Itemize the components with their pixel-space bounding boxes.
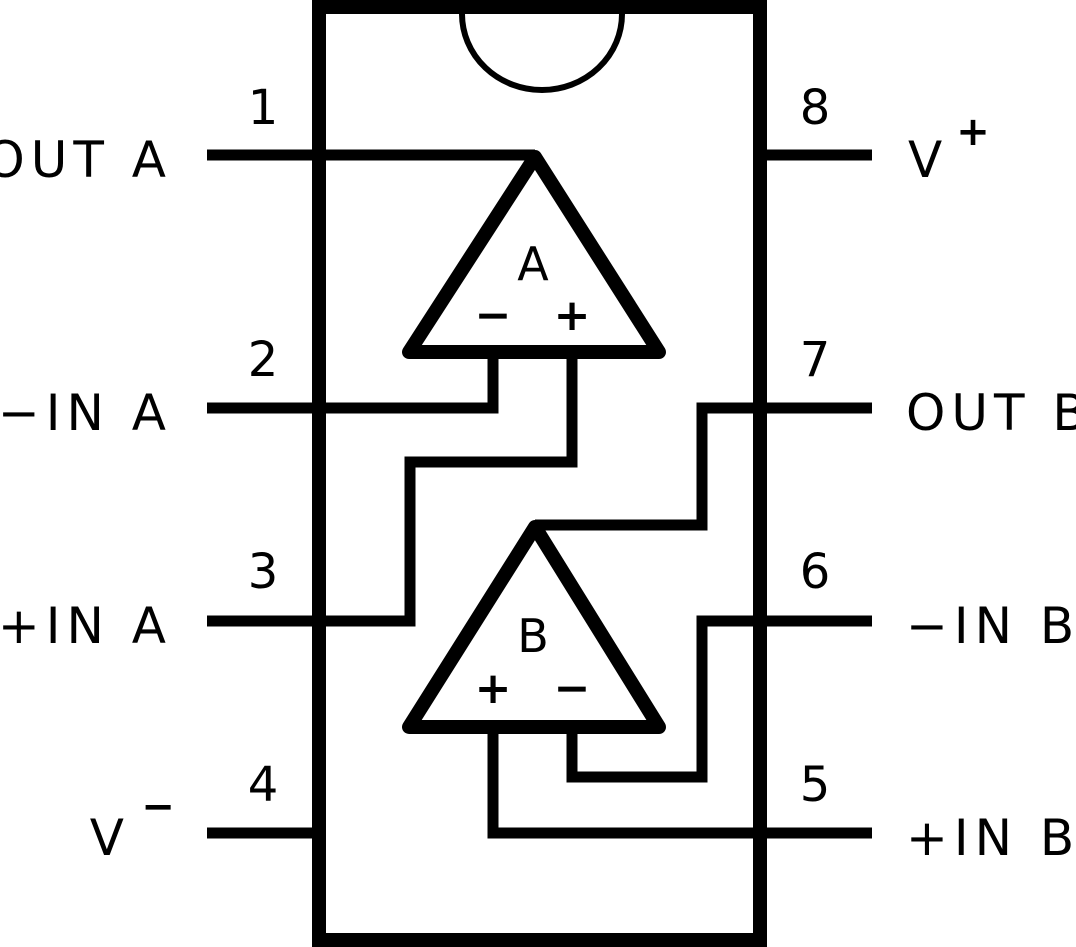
pin-8-number: 8: [800, 80, 831, 136]
pin-4-superscript: −: [141, 784, 175, 830]
wire-plus-in-b: [487, 727, 760, 839]
pin-4-number: 4: [248, 757, 279, 813]
pin-2-label: −IN A: [0, 384, 172, 442]
opamp-a-right-input-sign: +: [554, 290, 591, 341]
pin-8-superscript: +: [956, 109, 990, 155]
wire-plus-in-a: [319, 352, 578, 627]
opamp-b-right-input-sign: −: [554, 663, 591, 714]
pin-1-label: OUT A: [0, 131, 172, 189]
opamp-b-left-input-sign: +: [475, 663, 512, 714]
pin-8-label: V: [908, 131, 948, 189]
pin-6-number: 6: [800, 544, 831, 600]
ic-package-outline: [312, 0, 767, 947]
opamp-b-triangle: [402, 520, 666, 734]
pin-2-number: 2: [248, 332, 279, 388]
opamp-a-triangle: [402, 150, 666, 359]
pin-4-label: V: [90, 809, 130, 867]
pin-7-label: OUT B: [906, 384, 1076, 442]
pin-3-number: 3: [248, 544, 279, 600]
pin-5-label: +IN B: [906, 809, 1076, 867]
pin-5-number: 5: [800, 757, 831, 813]
opamp-b-label: B: [517, 609, 549, 663]
pin-3-label: +IN A: [0, 597, 172, 655]
pin-7-number: 7: [800, 332, 831, 388]
opamp-a-left-input-sign: −: [475, 290, 512, 341]
wire-minus-in-a: [319, 352, 499, 414]
wire-out-b: [535, 402, 760, 531]
pin-1-number: 1: [248, 80, 279, 136]
package-notch: [459, 13, 625, 93]
pin-6-label: −IN B: [906, 597, 1076, 655]
opamp-a-label: A: [517, 237, 549, 291]
wire-minus-in-b: [566, 615, 760, 783]
